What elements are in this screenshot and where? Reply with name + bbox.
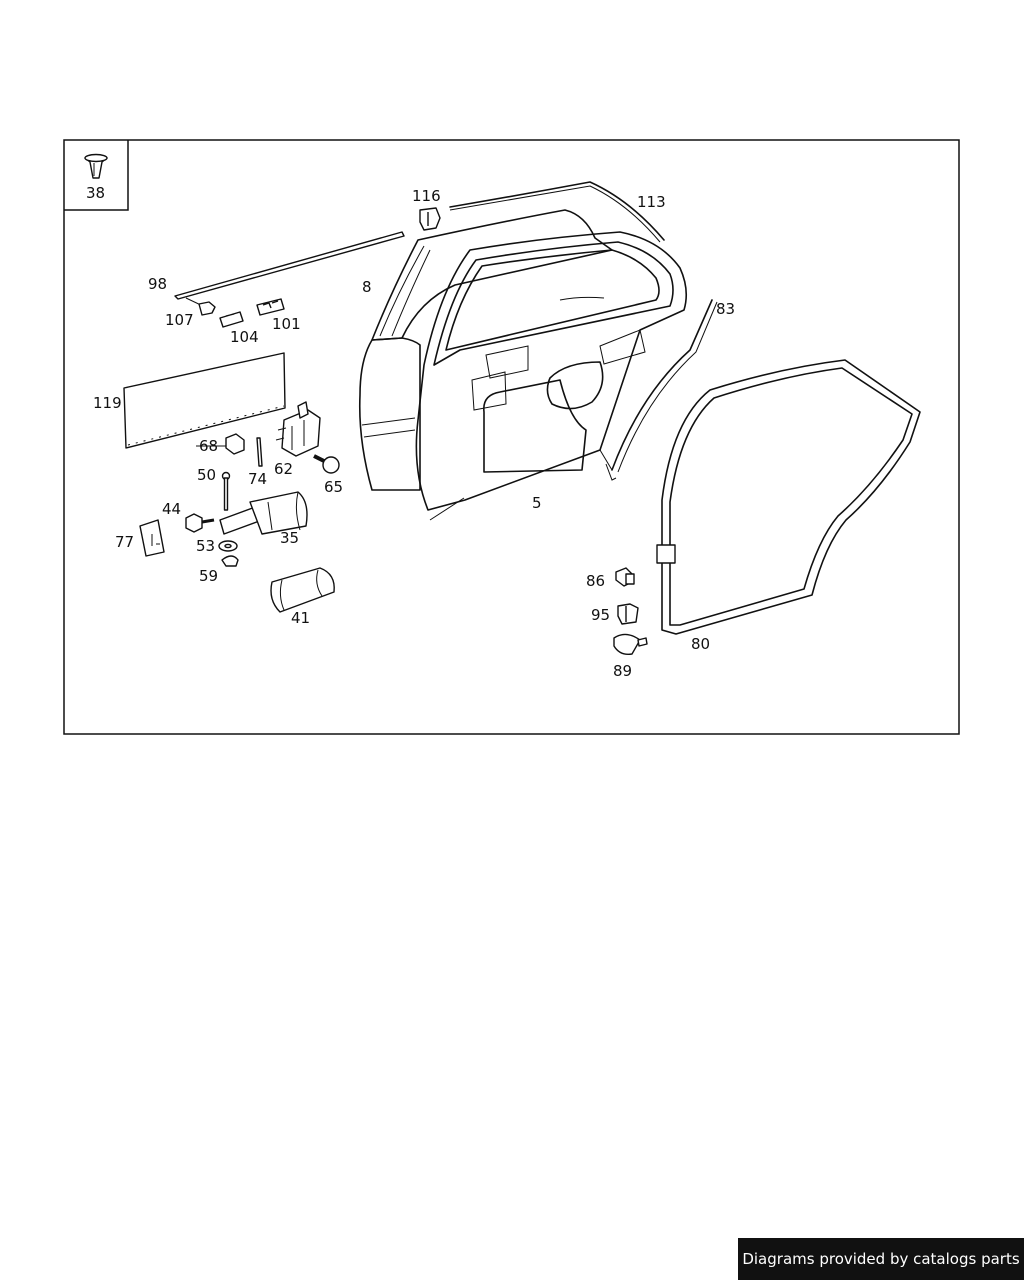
part-8-door-shell [358,209,613,491]
label-68: 68 [199,437,218,455]
part-68-nut [225,433,245,455]
label-83: 83 [716,300,735,318]
part-107-clip [185,297,216,316]
part-104-clip [219,311,244,328]
part-5-door-frame [415,231,688,521]
label-41: 41 [291,609,310,627]
part-101-clip [256,298,285,316]
label-50: 50 [197,466,216,484]
label-5: 5 [532,494,542,512]
part-50-pin [221,471,231,511]
part-62-latch [275,401,321,457]
label-89: 89 [613,662,632,680]
part-35-hinge [219,491,308,535]
label-74: 74 [248,470,267,488]
label-116: 116 [412,187,441,205]
part-116-clip [419,207,441,231]
label-35: 35 [280,529,299,547]
label-113: 113 [637,193,666,211]
label-77: 77 [115,533,134,551]
attribution-text: Diagrams provided by catalogs parts [742,1250,1020,1268]
part-89-clip [613,633,648,656]
label-8: 8 [362,278,372,296]
part-44-bolt [185,513,215,533]
inset-box-38: 38 [64,140,129,211]
part-59-clip [221,555,239,567]
label-98: 98 [148,275,167,293]
part-53-washer [218,540,238,552]
part-77-bracket [139,519,165,557]
part-41-cover [270,567,335,613]
label-86: 86 [586,572,605,590]
part-74-pin [256,437,263,467]
label-62: 62 [274,460,293,478]
diagram-frame [63,139,960,735]
part-86-clip [615,567,635,587]
label-38: 38 [86,184,105,202]
door-parts-diagram: 38 [63,139,960,735]
label-44: 44 [162,500,181,518]
part-83-strip [605,299,718,481]
part-119-panel [123,352,286,449]
label-53: 53 [196,537,215,555]
label-107: 107 [165,311,194,329]
part-98-strip [174,231,405,300]
label-59: 59 [199,567,218,585]
label-101: 101 [272,315,301,333]
part-113-strip [449,181,665,241]
label-65: 65 [324,478,343,496]
label-119: 119 [93,394,122,412]
label-80: 80 [691,635,710,653]
part-80-seal [656,359,921,635]
part-65-bolt [313,454,340,474]
label-104: 104 [230,328,259,346]
label-95: 95 [591,606,610,624]
part-95-clip [617,603,639,625]
attribution-banner: Diagrams provided by catalogs parts [738,1238,1024,1280]
